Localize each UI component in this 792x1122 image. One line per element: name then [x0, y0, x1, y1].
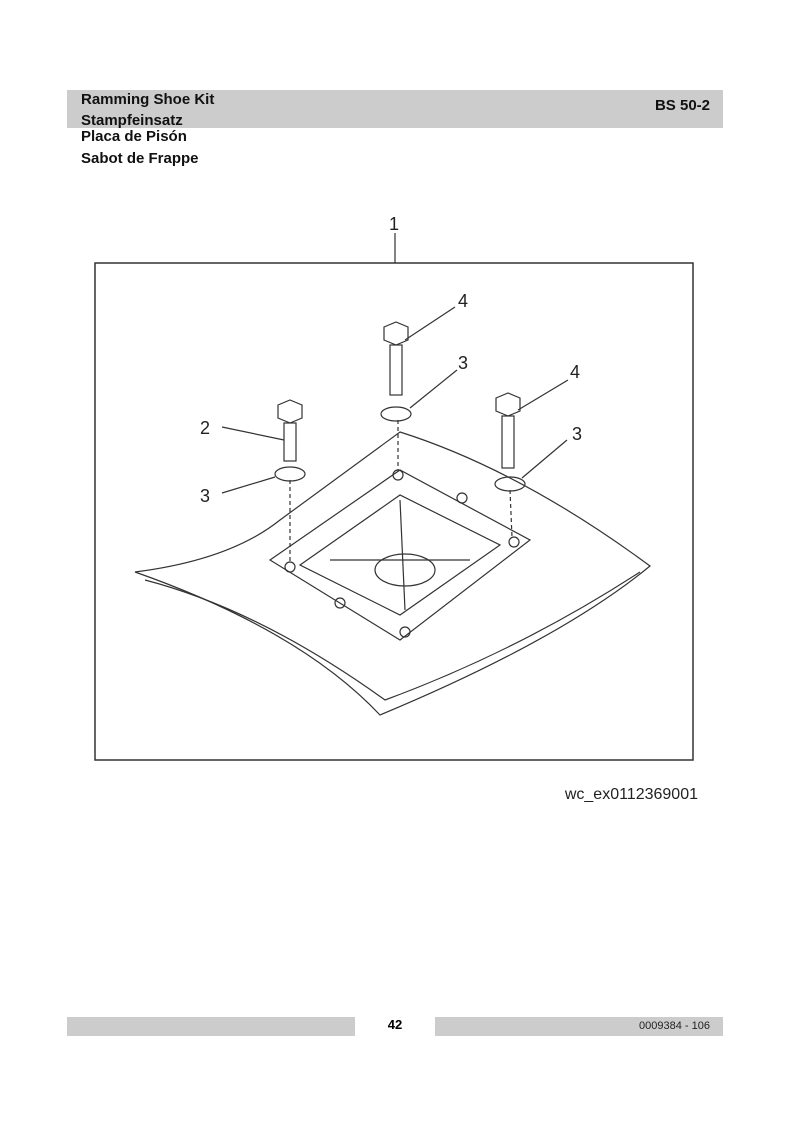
callout-4: 4 — [570, 362, 580, 382]
ramming-shoe — [134, 431, 651, 716]
bolt-long — [495, 392, 521, 469]
callout-3: 3 — [458, 353, 468, 373]
washer — [274, 466, 306, 482]
header-bar — [67, 90, 723, 128]
callout-1: 1 — [389, 214, 399, 234]
callout-4: 4 — [458, 291, 468, 311]
footer-bar-left — [67, 1017, 355, 1036]
title-es: Placa de Pisón — [81, 128, 187, 145]
washer — [380, 406, 412, 422]
model-number: BS 50-2 — [654, 97, 710, 114]
bolt-long — [383, 321, 409, 396]
callout-3: 3 — [572, 424, 582, 444]
page-number: 42 — [387, 1017, 403, 1032]
title-de: Stampfeinsatz — [81, 112, 183, 129]
title-fr: Sabot de Frappe — [81, 150, 199, 167]
diagram-frame — [94, 262, 694, 761]
footer-bar-right — [435, 1017, 723, 1036]
callout-3: 3 — [200, 486, 210, 506]
mounting-flange — [268, 469, 532, 641]
bolt-short — [277, 399, 303, 462]
figure-id: wc_ex0112369001 — [564, 786, 698, 803]
document-number: 0009384 - 106 — [639, 1020, 710, 1032]
callout-2: 2 — [200, 418, 210, 438]
title-en: Ramming Shoe Kit — [81, 91, 215, 108]
washer — [494, 476, 526, 492]
